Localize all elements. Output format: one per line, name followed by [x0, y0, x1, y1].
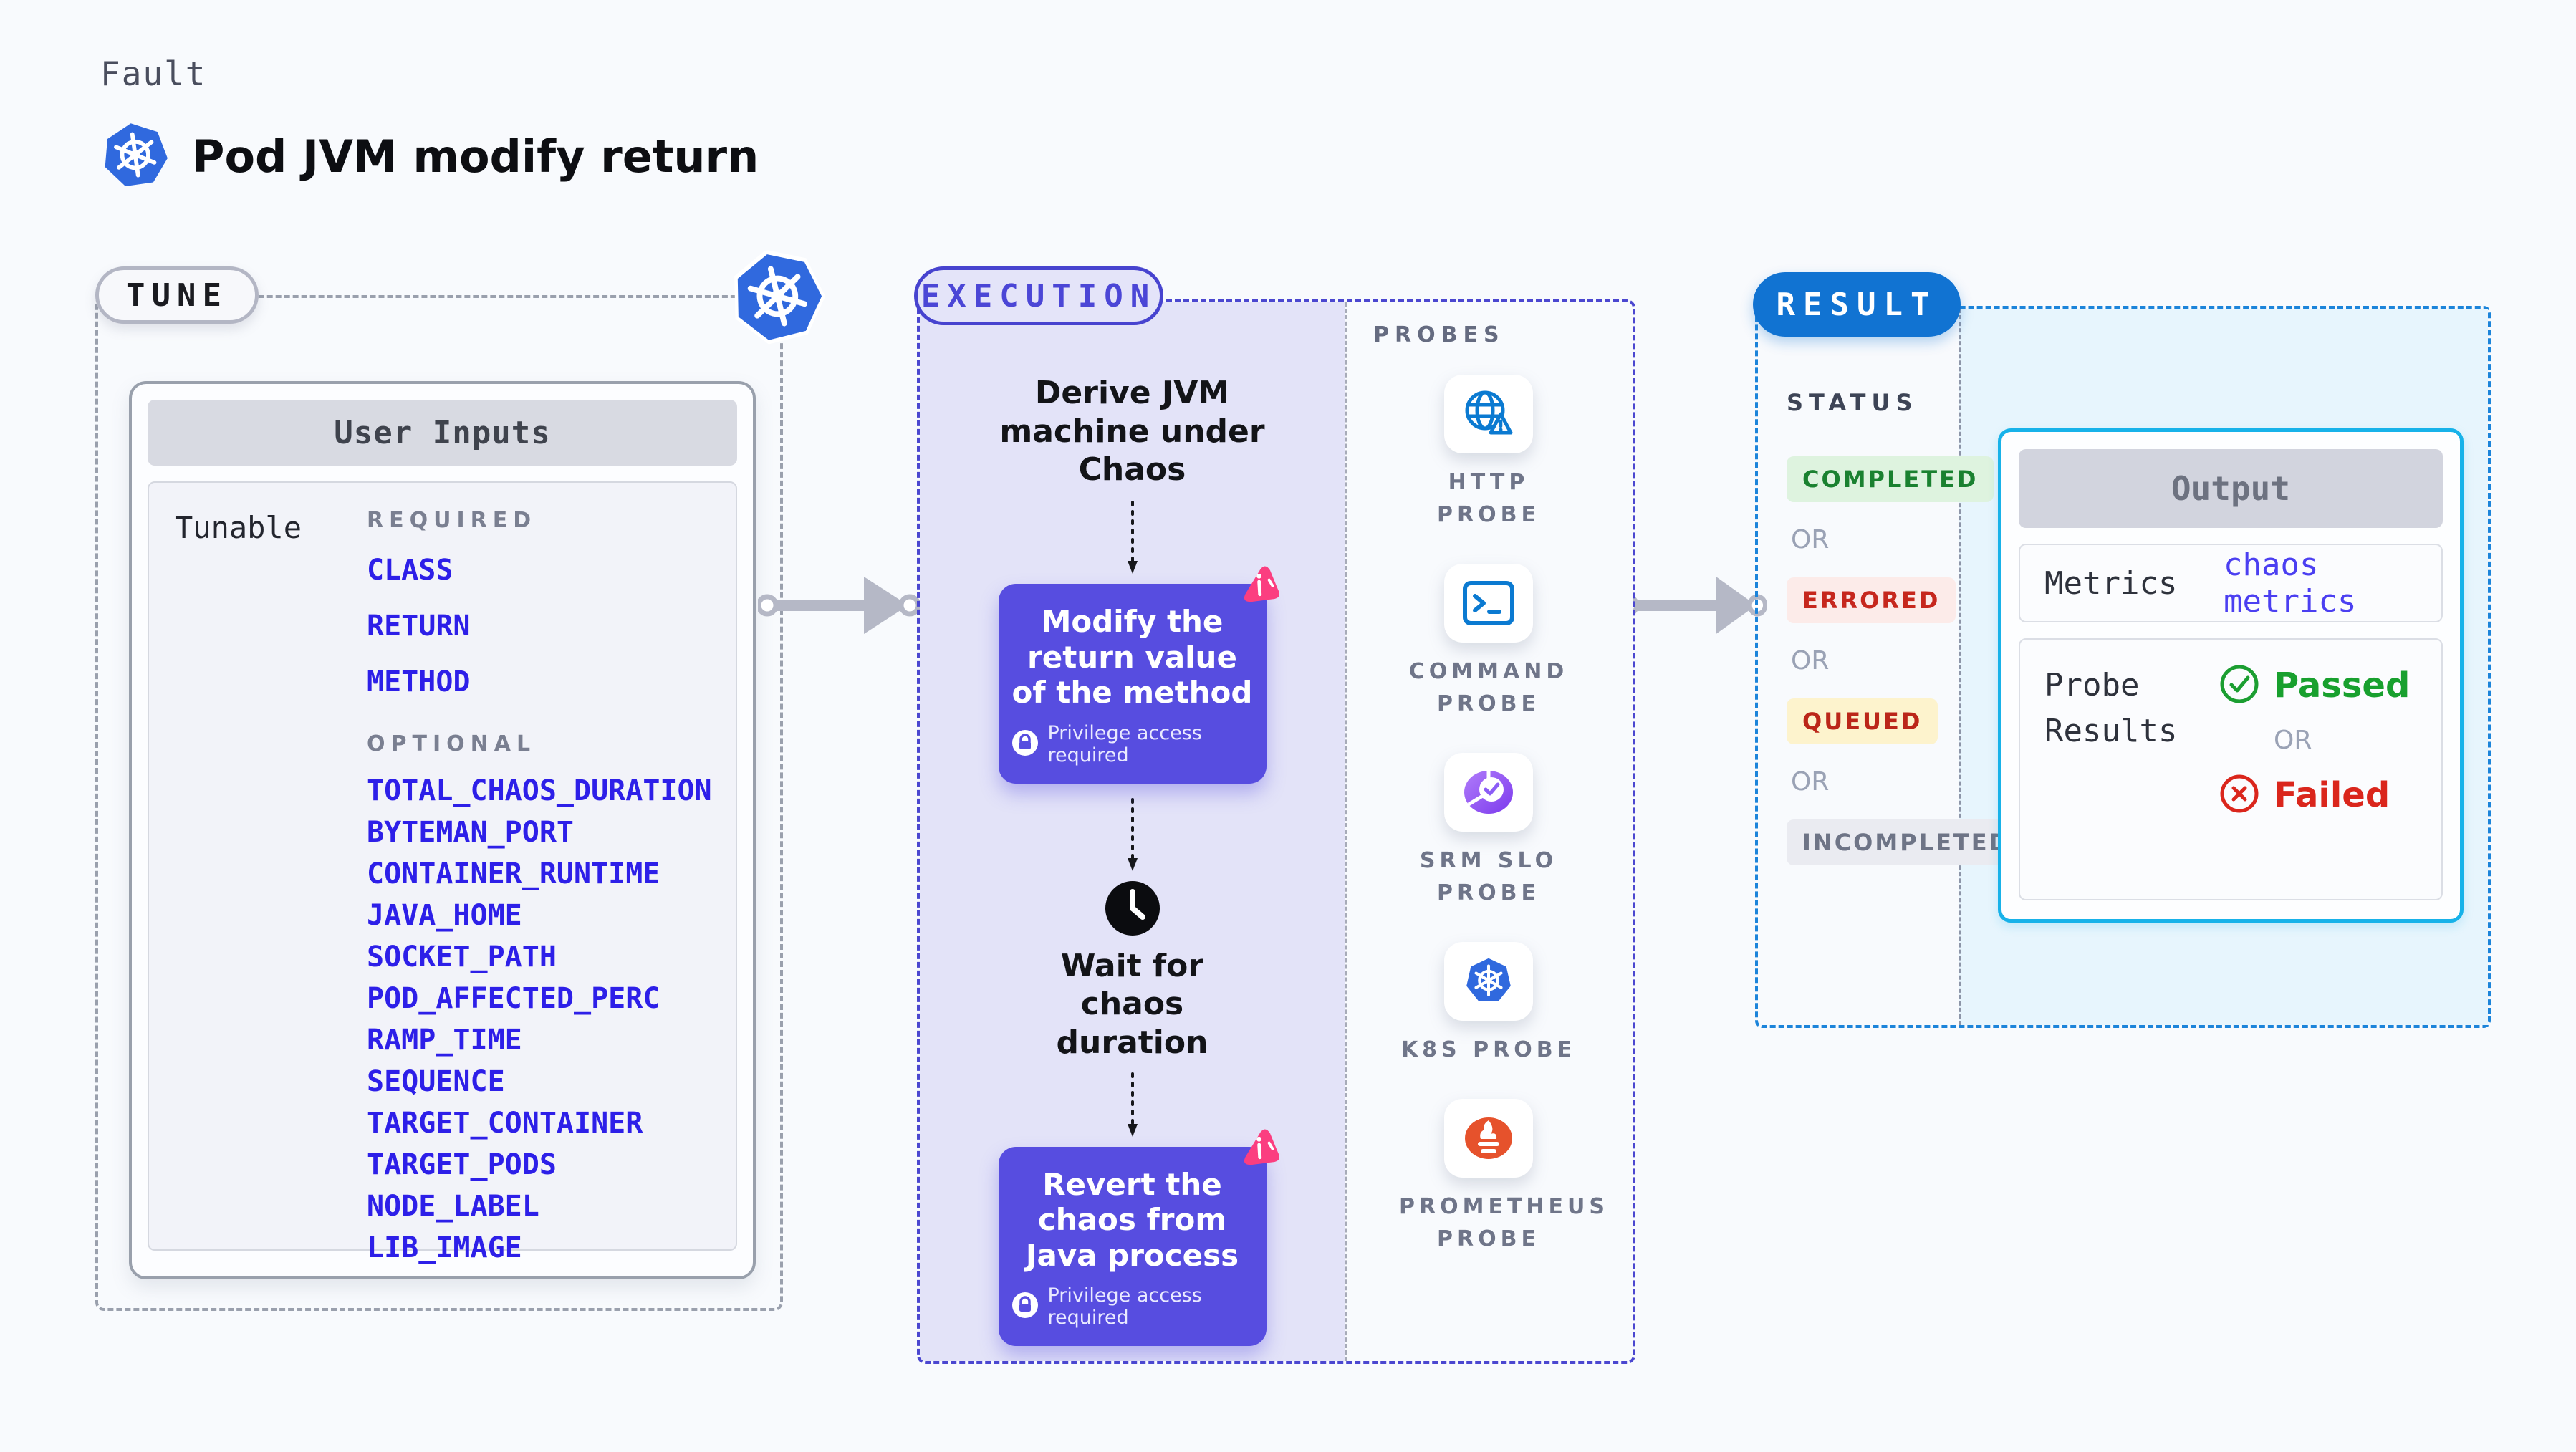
- lock-icon: [1011, 729, 1039, 759]
- step-wait: Wait for chaos duration: [1056, 947, 1208, 1061]
- failed-line: Failed: [2219, 774, 2410, 817]
- probe-item: K8S PROBE: [1399, 942, 1578, 1066]
- step-revert-card: Revert the chaos from Java process Privi…: [998, 1129, 1279, 1347]
- result-section: STATUS COMPLETED OR ERRORED OR QUEUED OR…: [1755, 306, 2491, 1028]
- tunable-item: LIB_IMAGE: [367, 1231, 522, 1264]
- probes-column: PROBES: [1345, 302, 1633, 1361]
- page-title: Pod JVM modify return: [192, 130, 759, 183]
- tunable-row-label: Tunable: [175, 510, 302, 545]
- probe-name: COMMAND PROBE: [1408, 659, 1569, 716]
- x-circle-icon: [2219, 774, 2259, 817]
- probe-item: HTTP PROBE: [1399, 375, 1578, 531]
- tunable-item: RETURN: [367, 610, 471, 643]
- privilege-row: Privilege access required: [1011, 722, 1254, 766]
- status-title: STATUS: [1787, 389, 1918, 416]
- prometheus-icon: [1444, 1099, 1533, 1178]
- probe-item: PROMETHEUS PROBE: [1399, 1099, 1609, 1255]
- tunable-item: POD_AFFECTED_PERC: [367, 982, 660, 1015]
- status-badge-completed: COMPLETED: [1787, 456, 1994, 502]
- arrow-down-icon: [1127, 501, 1138, 575]
- lock-icon: [1011, 1292, 1039, 1322]
- privilege-note: Privilege access required: [1047, 1284, 1202, 1330]
- tune-badge: TUNE: [95, 266, 259, 324]
- fault-eyebrow: Fault: [100, 54, 207, 93]
- privilege-row: Privilege access required: [1011, 1284, 1254, 1329]
- check-circle-icon: [2219, 664, 2259, 707]
- output-header: Output: [2019, 449, 2443, 528]
- arrow-down-icon: [1127, 797, 1138, 872]
- tunable-item: SEQUENCE: [367, 1065, 505, 1098]
- status-column: STATUS COMPLETED OR ERRORED OR QUEUED OR…: [1787, 389, 2027, 888]
- result-badge: RESULT: [1753, 272, 1961, 337]
- tunable-column: REQUIRED CLASS RETURN METHOD OPTIONAL TO…: [367, 508, 712, 1264]
- chaos-icon: [1238, 1127, 1282, 1174]
- chaos-icon: [1238, 564, 1282, 611]
- tunable-item: METHOD: [367, 665, 471, 698]
- tunable-item: TARGET_CONTAINER: [367, 1107, 643, 1140]
- tunable-item: CLASS: [367, 554, 453, 587]
- passed-label: Passed: [2274, 665, 2411, 706]
- passed-line: Passed: [2219, 664, 2410, 707]
- tunable-item: BYTEMAN_PORT: [367, 816, 574, 849]
- or-label: OR: [1791, 767, 1830, 797]
- tunable-item: RAMP_TIME: [367, 1024, 522, 1057]
- slo-pie-icon: [1444, 753, 1533, 832]
- kubernetes-icon: [1444, 942, 1533, 1021]
- user-inputs-card: User Inputs Tunable REQUIRED CLASS RETUR…: [129, 381, 756, 1279]
- metrics-row: Metrics chaos metrics: [2019, 544, 2443, 622]
- output-card: Output Metrics chaos metrics Probe Resul…: [1998, 428, 2464, 923]
- probe-name: K8S PROBE: [1400, 1037, 1577, 1062]
- tunable-item: NODE_LABEL: [367, 1190, 539, 1223]
- execution-section: Derive JVM machine under Chaos Modify: [917, 299, 1635, 1364]
- status-badge-queued: QUEUED: [1787, 698, 1938, 744]
- tunables-list: Tunable REQUIRED CLASS RETURN METHOD OPT…: [148, 481, 737, 1264]
- optional-group-label: OPTIONAL: [367, 731, 537, 756]
- probe-item: SRM SLO PROBE: [1399, 753, 1578, 909]
- probe-name: PROMETHEUS PROBE: [1399, 1194, 1609, 1251]
- step-derive: Derive JVM machine under Chaos: [999, 375, 1265, 489]
- clock-icon: [1104, 880, 1161, 940]
- tunable-item: CONTAINER_RUNTIME: [367, 857, 660, 890]
- arrow-right-icon: [756, 571, 921, 643]
- execution-badge: EXECUTION: [914, 266, 1163, 325]
- required-group-label: REQUIRED: [367, 508, 537, 533]
- step-revert-label: Revert the chaos from Java process: [1025, 1166, 1239, 1273]
- tunable-item: TARGET_PODS: [367, 1148, 557, 1181]
- metrics-value: chaos metrics: [2224, 547, 2357, 620]
- step-modify-card: Modify the return value of the method Pr…: [998, 566, 1279, 784]
- title-row: Pod JVM modify return: [100, 120, 759, 192]
- or-label: OR: [1791, 525, 1830, 554]
- probe-results-label: Probe Results: [2044, 667, 2178, 749]
- arrow-right-icon: [1618, 571, 1768, 643]
- or-label: OR: [2274, 726, 2312, 755]
- probe-name: SRM SLO PROBE: [1419, 848, 1558, 905]
- probe-name: HTTP PROBE: [1437, 470, 1540, 527]
- tunable-item: SOCKET_PATH: [367, 941, 557, 973]
- execution-flow: Derive JVM machine under Chaos Modify: [920, 302, 1345, 1347]
- tunable-item: TOTAL_CHAOS_DURATION: [367, 774, 712, 807]
- globe-alert-icon: [1444, 375, 1533, 453]
- probes-panel: [1345, 302, 1633, 1361]
- kubernetes-icon: [100, 120, 170, 192]
- or-label: OR: [1791, 646, 1830, 675]
- user-inputs-header: User Inputs: [148, 400, 737, 466]
- status-badge-incompleted: INCOMPLETED: [1787, 819, 2027, 865]
- arrow-down-icon: [1127, 1072, 1138, 1138]
- status-badge-errored: ERRORED: [1787, 577, 1956, 623]
- privilege-note: Privilege access required: [1047, 721, 1202, 766]
- tune-section: [95, 295, 783, 1311]
- probes-title: PROBES: [1373, 322, 1505, 347]
- probe-item: COMMAND PROBE: [1399, 564, 1578, 720]
- probe-results-row: Probe Results Passed OR: [2019, 638, 2443, 900]
- tunable-item: JAVA_HOME: [367, 899, 522, 932]
- terminal-icon: [1444, 564, 1533, 643]
- step-modify-label: Modify the return value of the method: [1011, 604, 1253, 711]
- kubernetes-icon: [721, 239, 836, 357]
- probe-results-values: Passed OR Failed: [2219, 663, 2410, 876]
- metrics-label: Metrics: [2044, 564, 2178, 602]
- failed-label: Failed: [2274, 775, 2390, 815]
- probe-items: HTTP PROBE COMMAND PROBE: [1399, 375, 1609, 1255]
